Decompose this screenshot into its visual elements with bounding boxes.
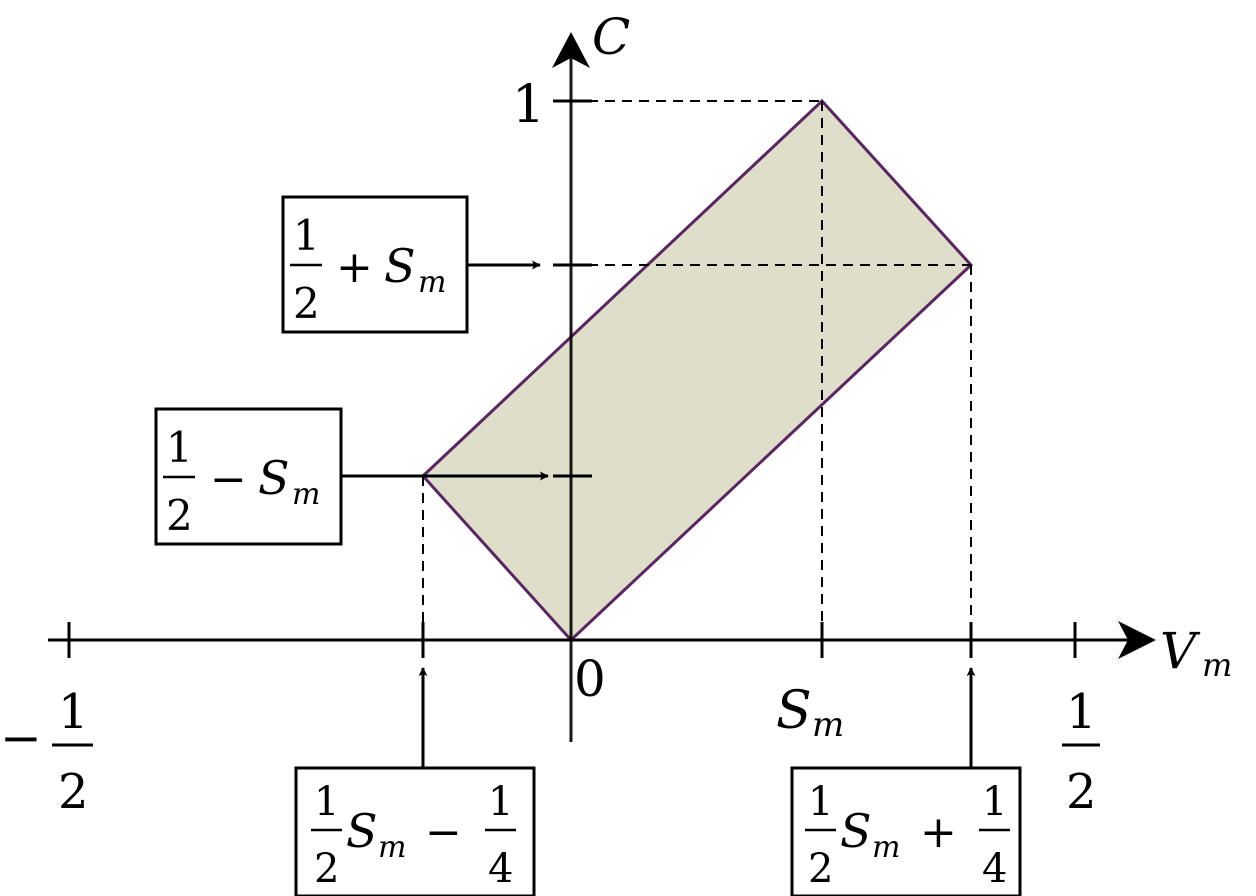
box-frame [790,766,1022,896]
box-coef-num: 1 [808,779,833,825]
box-operator: + [920,807,957,858]
box-half-sm-plus-quarter: 1 2 S m + 1 4 [790,766,1022,896]
box-symbol: S [258,451,290,505]
tick-label-minus-sign: − [0,709,42,767]
box-frame [294,766,536,896]
box-half-minus-sm: 1 2 − S m [154,407,343,546]
box-symbol-sub: m [418,265,446,300]
box-operator: + [336,242,373,293]
box-symbol-sub: m [378,830,406,865]
tick-label-sm: S [776,681,812,741]
tick-label-one: 1 [512,75,545,135]
box-const-num: 1 [488,779,513,825]
x-axis-label-sub: m [1202,646,1232,684]
box-const-num: 1 [982,779,1007,825]
box-half-plus-sm: 1 2 + S m [281,195,469,334]
box-operator: − [210,454,247,505]
box-const-den: 4 [488,846,513,892]
tick-label-origin: 0 [574,650,606,708]
box-symbol: S [840,804,872,858]
box-frac-num: 1 [293,211,320,260]
tick-label-sm-sub: m [812,705,844,745]
tick-label-minus-half-num: 1 [58,684,89,740]
box-const-den: 4 [982,846,1007,892]
box-half-sm-minus-quarter: 1 2 S m − 1 4 [294,766,536,896]
pointer-arrows [341,260,976,768]
box-coef-den: 2 [808,846,833,892]
box-symbol-sub: m [872,830,900,865]
box-coef-num: 1 [314,779,339,825]
box-symbol: S [346,804,378,858]
box-frac-num: 1 [166,423,193,472]
y-axis-arrowhead [552,32,590,68]
tick-label-half-num: 1 [1066,684,1097,740]
x-axis-arrowhead [1118,621,1156,659]
y-axis-label: C [592,8,630,66]
tick-label-minus-half-den: 2 [58,764,89,820]
x-axis-label: V [1160,622,1201,680]
feasible-region [420,98,974,643]
box-operator: − [425,807,462,858]
box-frac-den: 2 [293,279,320,328]
tick-marks [67,99,1077,658]
tick-label-half-den: 2 [1066,764,1097,820]
box-symbol-sub: m [292,477,320,512]
box-symbol: S [384,239,416,293]
guide-lines [422,100,972,640]
box-frac-den: 2 [166,491,193,540]
box-coef-den: 2 [314,846,339,892]
